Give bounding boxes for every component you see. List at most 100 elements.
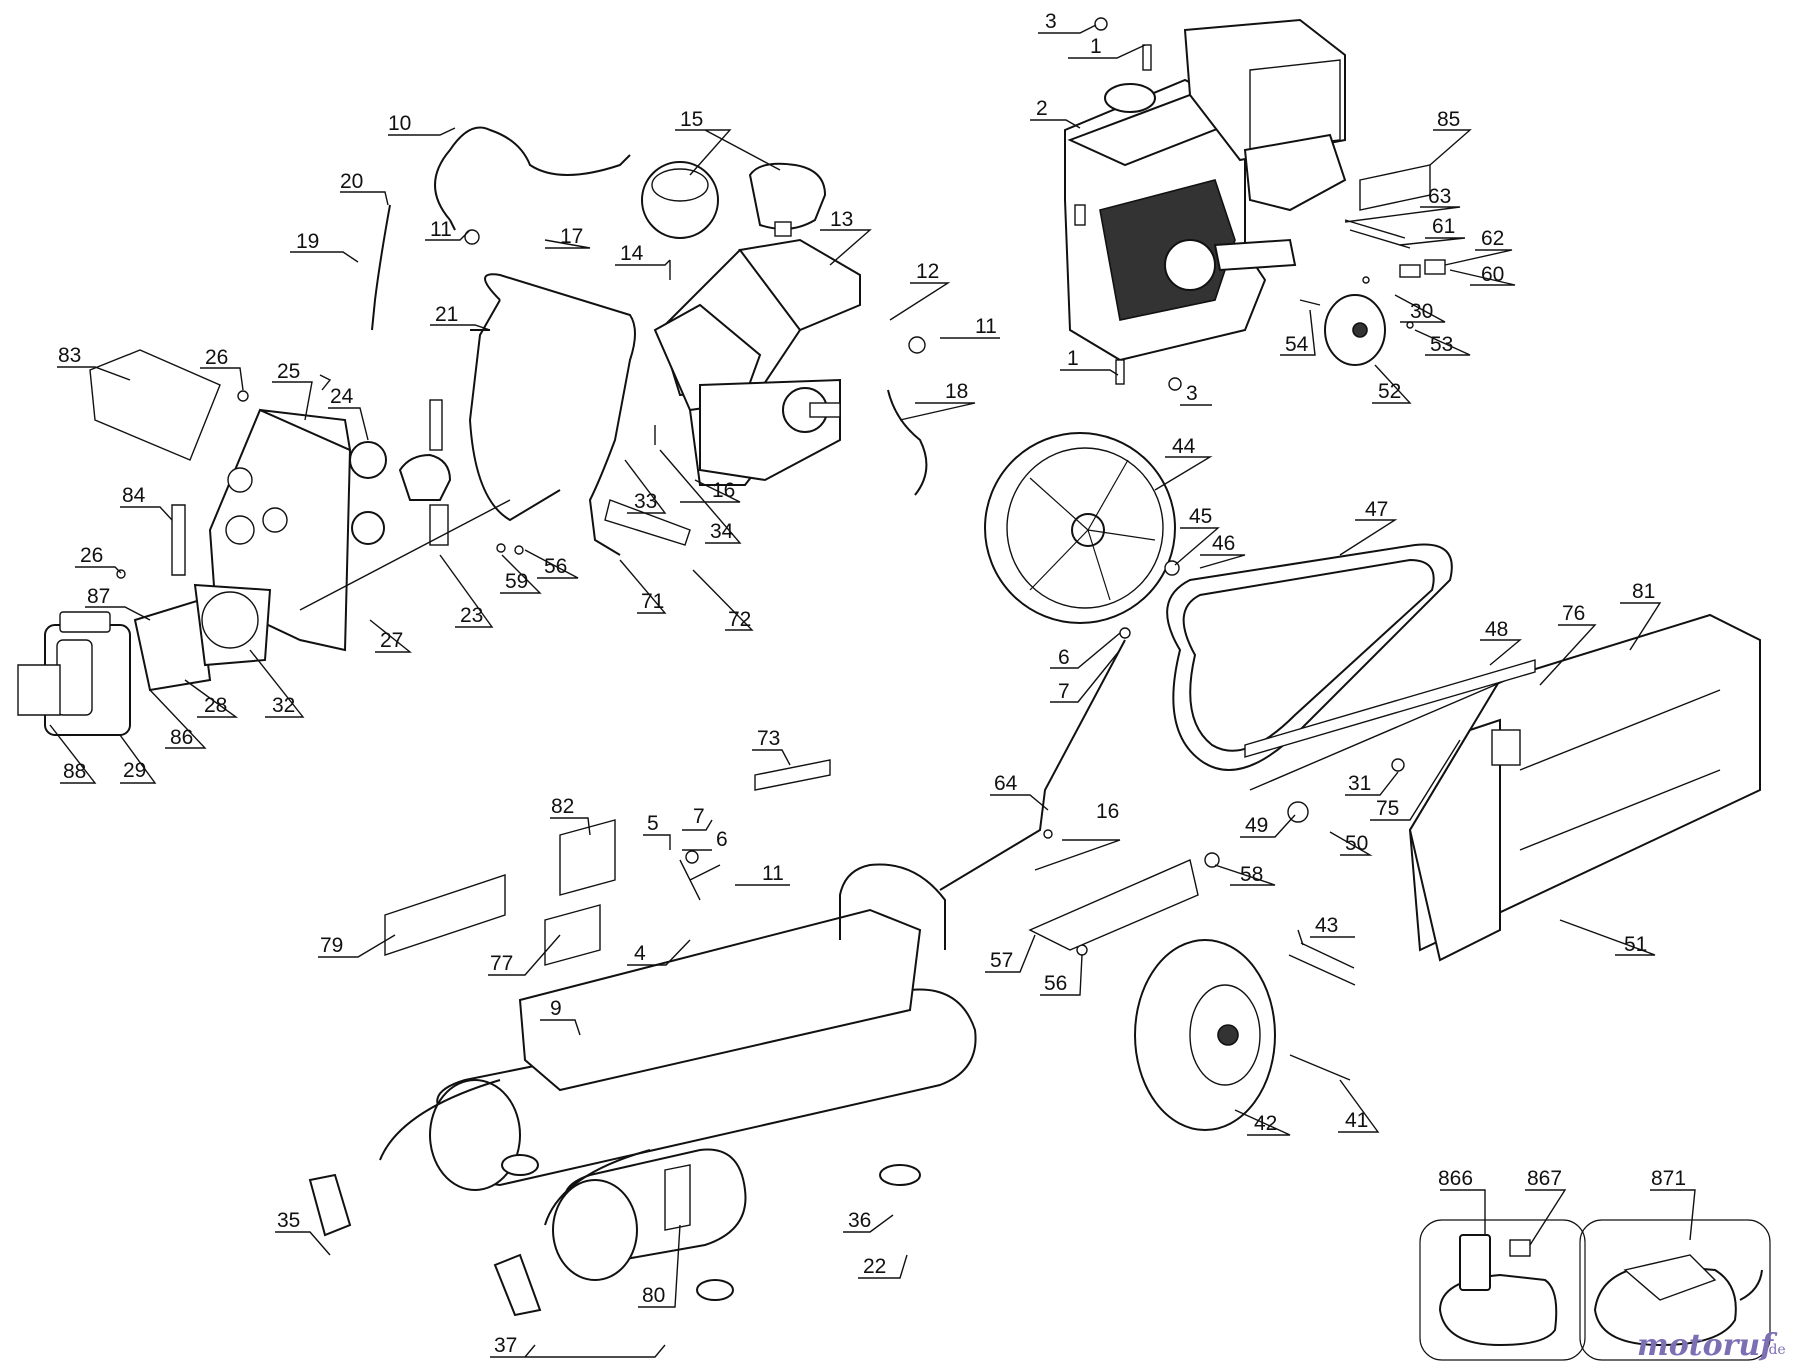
callout-label: 9: [550, 997, 562, 1020]
callout-label: 60: [1481, 263, 1504, 286]
frame-handle-part: [468, 273, 636, 556]
callout-label: 1: [1090, 35, 1102, 58]
callout-label: 27: [380, 629, 403, 652]
callout-label: 12: [916, 260, 939, 283]
callout-label: 1: [1067, 347, 1079, 370]
callout-label: 48: [1485, 618, 1508, 641]
callout-label: 29: [123, 759, 146, 782]
callout-label: 77: [490, 952, 513, 975]
callout-label: 11: [975, 315, 997, 338]
callout-label: 19: [296, 230, 319, 253]
callout-label: 47: [1365, 498, 1388, 521]
callout-label: 45: [1189, 505, 1212, 528]
callout-label: 16: [1096, 800, 1119, 823]
callout-label: 52: [1378, 380, 1401, 403]
engine-pulley-part: [1324, 294, 1386, 366]
callout-label: 46: [1212, 532, 1235, 555]
tank-chassis-part: [308, 863, 977, 1317]
callout-label: 72: [728, 608, 751, 631]
callout-label: 25: [277, 360, 300, 383]
callout-label: 75: [1376, 797, 1399, 820]
callout-label: 53: [1430, 333, 1453, 356]
callout-label: 32: [272, 694, 295, 717]
callout-label: 79: [320, 934, 343, 957]
callout-label: 80: [642, 1284, 665, 1307]
callout-label: 43: [1315, 914, 1338, 937]
decal-parts: [89, 164, 1536, 1231]
callout-label: 58: [1240, 863, 1263, 886]
callout-label: 76: [1562, 602, 1585, 625]
gauge-cover-part: [17, 583, 272, 736]
callout-label: 6: [1058, 646, 1070, 669]
callout-label: 4: [634, 942, 646, 965]
callout-label: 59: [505, 570, 528, 593]
callout-label: 63: [1428, 185, 1451, 208]
hose-tubes: [371, 126, 1126, 891]
callout-label: 11: [430, 218, 452, 241]
callout-label: 57: [990, 949, 1013, 972]
callout-label: 81: [1632, 580, 1655, 603]
part-artwork: [17, 17, 1771, 1361]
callout-label: 6: [716, 828, 728, 851]
callout-label: 13: [830, 208, 853, 231]
callout-label: 88: [63, 760, 86, 783]
callout-label: 51: [1624, 933, 1647, 956]
callout-label: 10: [388, 112, 411, 135]
callout-label: 28: [204, 694, 227, 717]
callout-label: 31: [1348, 772, 1371, 795]
callout-label: 35: [277, 1209, 300, 1232]
callout-label: 18: [945, 380, 968, 403]
callout-label: 87: [87, 585, 110, 608]
pump-part: [653, 238, 861, 486]
callout-label: 3: [1186, 382, 1198, 405]
callout-label: 73: [757, 727, 780, 750]
callout-label: 26: [205, 346, 228, 369]
callout-label: 82: [551, 795, 574, 818]
callout-label: 33: [634, 490, 657, 513]
engine-part: [1064, 18, 1347, 362]
callout-label: 16: [712, 479, 735, 502]
watermark-brand: motoruf: [1637, 1328, 1774, 1363]
callout-label: 54: [1285, 333, 1309, 356]
callout-label: 41: [1345, 1109, 1368, 1132]
callout-label: 83: [58, 344, 81, 367]
hardware-bits: [116, 17, 1521, 986]
callout-label: 17: [560, 225, 583, 248]
callout-label: 5: [647, 812, 659, 835]
wheel-part: [1134, 939, 1351, 1131]
callout-label: 24: [330, 385, 354, 408]
callout-label: 866: [1438, 1167, 1473, 1190]
battery-charger-part: [1419, 1219, 1771, 1361]
callout-label: 15: [680, 108, 703, 131]
callout-label: 30: [1410, 300, 1433, 323]
callout-label: 64: [994, 772, 1018, 795]
callout-label: 20: [340, 170, 363, 193]
callout-layer: 1 1 2 3 3 4 5 6 6 7 7 9 10: [49, 10, 1696, 1358]
callout-label: 3: [1045, 10, 1057, 33]
callout-label: 71: [641, 590, 664, 613]
callout-label: 56: [1044, 972, 1067, 995]
callout-label: 34: [710, 520, 734, 543]
callout-label: 86: [170, 726, 193, 749]
callout-label: 37: [494, 1334, 517, 1357]
callout-label: 23: [460, 604, 483, 627]
callout-label: 11: [762, 862, 784, 885]
belt-guard-part: [1249, 613, 1761, 962]
callout-label: 85: [1437, 108, 1460, 131]
callout-label: 36: [848, 1209, 871, 1232]
callout-label: 21: [435, 303, 458, 326]
callout-label: 44: [1172, 435, 1196, 458]
callout-label: 49: [1245, 814, 1268, 837]
air-filter-part: [641, 161, 827, 239]
callout-label: 14: [620, 242, 644, 265]
regulator-part: [299, 399, 511, 611]
flywheel-pulley-part: [984, 432, 1176, 624]
callout-label: 22: [863, 1255, 886, 1278]
callout-label: 50: [1345, 832, 1368, 855]
callout-label: 26: [80, 544, 103, 567]
callout-label: 42: [1254, 1112, 1277, 1135]
callout-label: 871: [1651, 1167, 1686, 1190]
callout-label: 7: [693, 805, 705, 828]
callout-label: 61: [1432, 215, 1455, 238]
